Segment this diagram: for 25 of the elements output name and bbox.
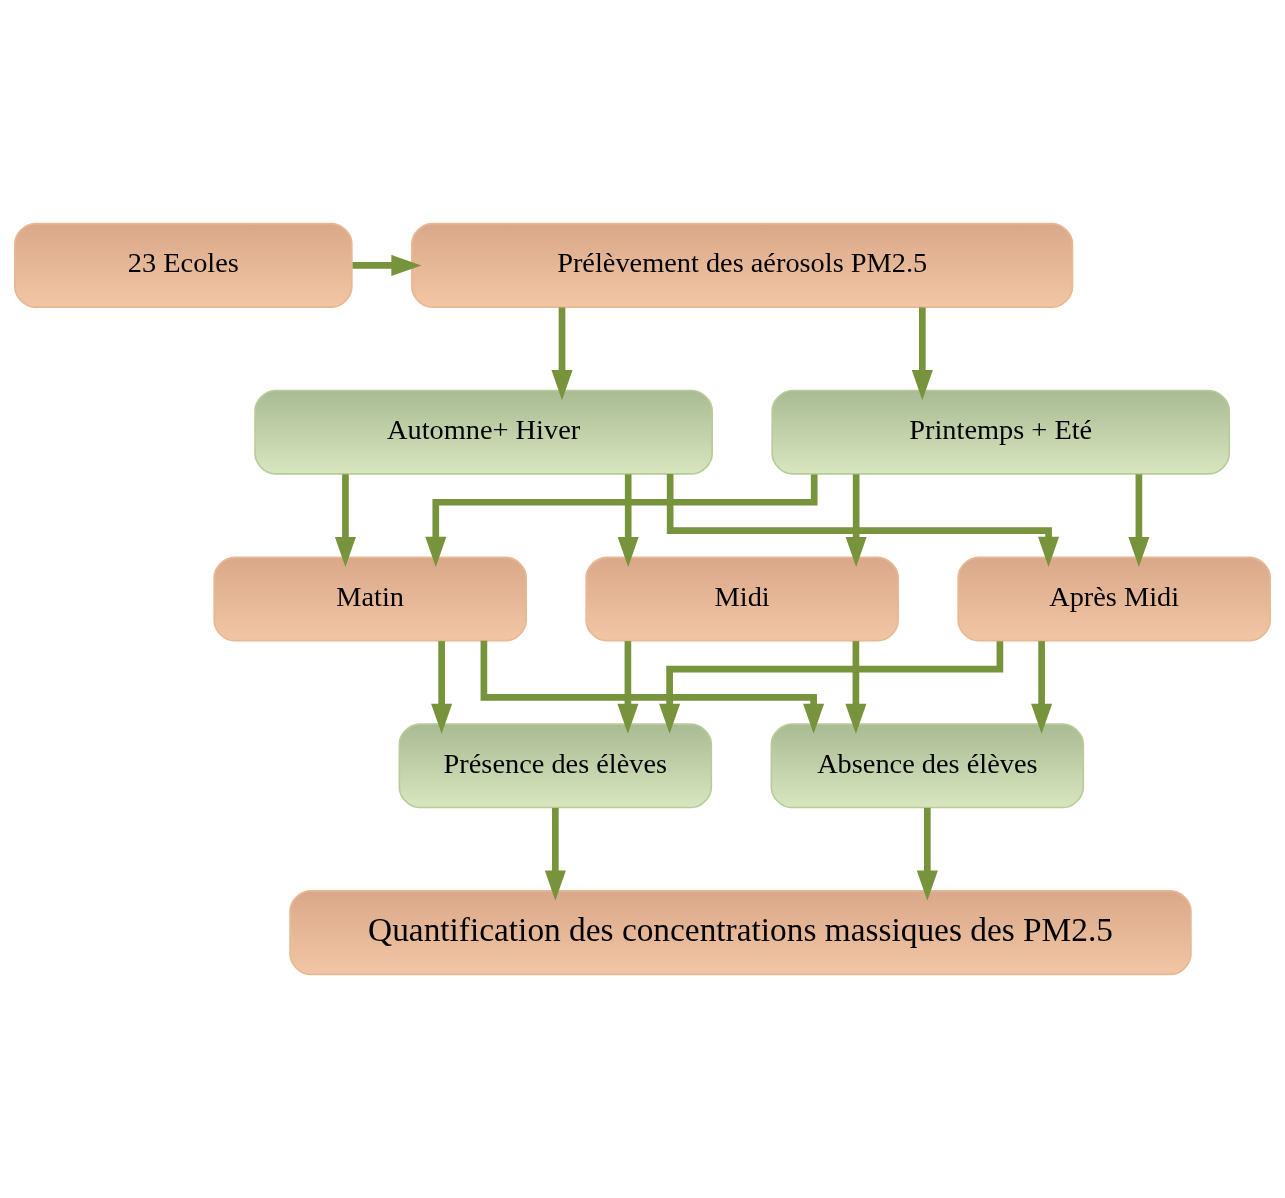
node-box: Printemps + Eté xyxy=(771,389,1231,475)
node-box: Quantification des concentrations massiques des PM2.5 xyxy=(289,890,1192,976)
node-box: 23 Ecoles xyxy=(14,222,353,308)
node-box: Automne+ Hiver xyxy=(254,389,713,475)
node-box: Présence des élèves xyxy=(398,723,713,809)
arrow xyxy=(666,473,1060,567)
node-box: Après Midi xyxy=(957,556,1271,642)
arrow xyxy=(1031,641,1053,734)
node-box: Absence des élèves xyxy=(770,723,1085,809)
arrow xyxy=(617,641,639,734)
node-box: Midi xyxy=(585,556,899,642)
arrow xyxy=(431,641,453,734)
arrow xyxy=(845,474,867,567)
arrow xyxy=(334,474,356,567)
arrow xyxy=(911,307,933,401)
arrow xyxy=(352,254,422,276)
arrow xyxy=(1128,474,1150,567)
arrow xyxy=(845,641,867,734)
arrow xyxy=(480,640,825,734)
arrow xyxy=(551,307,573,401)
arrow xyxy=(617,474,639,567)
node-box: Matin xyxy=(213,556,527,642)
arrow xyxy=(544,807,566,901)
arrow xyxy=(916,807,938,901)
node-box: Prélèvement des aérosols PM2.5 xyxy=(411,222,1074,308)
